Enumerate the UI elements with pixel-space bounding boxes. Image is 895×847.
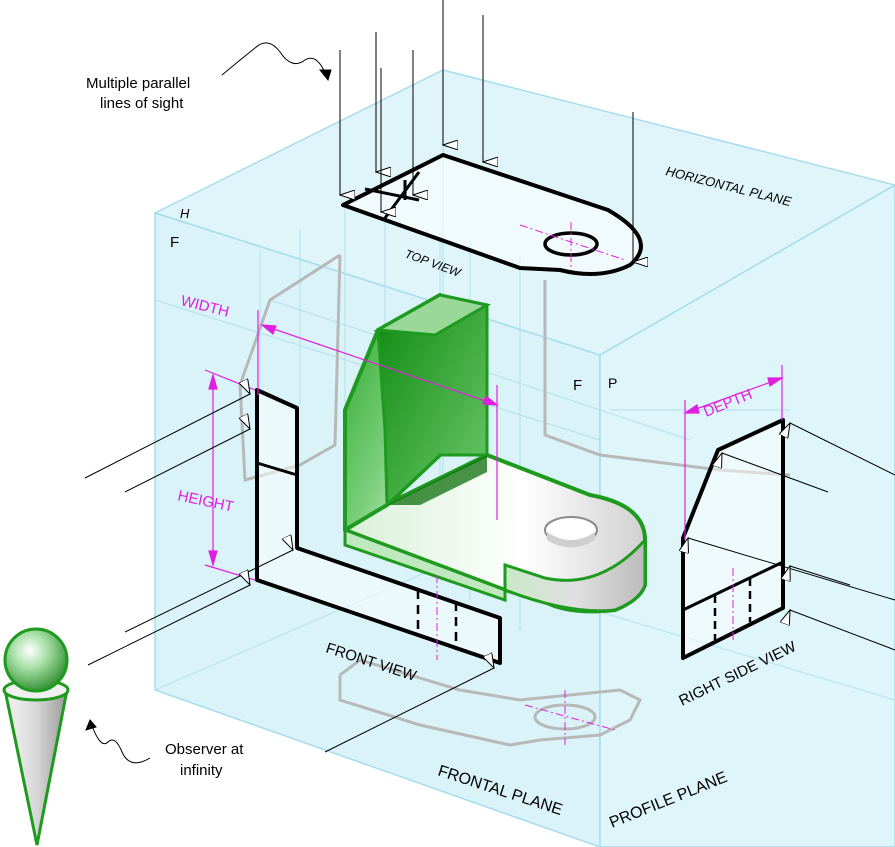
annotation-leaders — [85, 42, 332, 764]
observer-label-2: infinity — [180, 762, 223, 779]
object-3d — [343, 293, 647, 614]
observer-figure — [2, 627, 70, 846]
h-marker: H — [180, 206, 190, 221]
dimension-lines — [204, 310, 784, 581]
f-marker-top: F — [170, 234, 179, 251]
f-marker-mid: F — [573, 377, 582, 394]
lines-of-sight-label-1: Multiple parallel — [86, 75, 190, 92]
p-marker: P — [608, 375, 617, 391]
right-side-hidden-lines — [713, 578, 752, 640]
front-view-drawing — [255, 388, 502, 665]
front-view-hidden-lines — [255, 463, 458, 650]
lines-of-sight — [84, 0, 895, 753]
lines-of-sight-label-2: lines of sight — [100, 95, 184, 112]
top-view-center-lines — [519, 222, 626, 268]
observer-label-1: Observer at — [165, 741, 244, 758]
ghost-center-lines — [524, 690, 616, 745]
